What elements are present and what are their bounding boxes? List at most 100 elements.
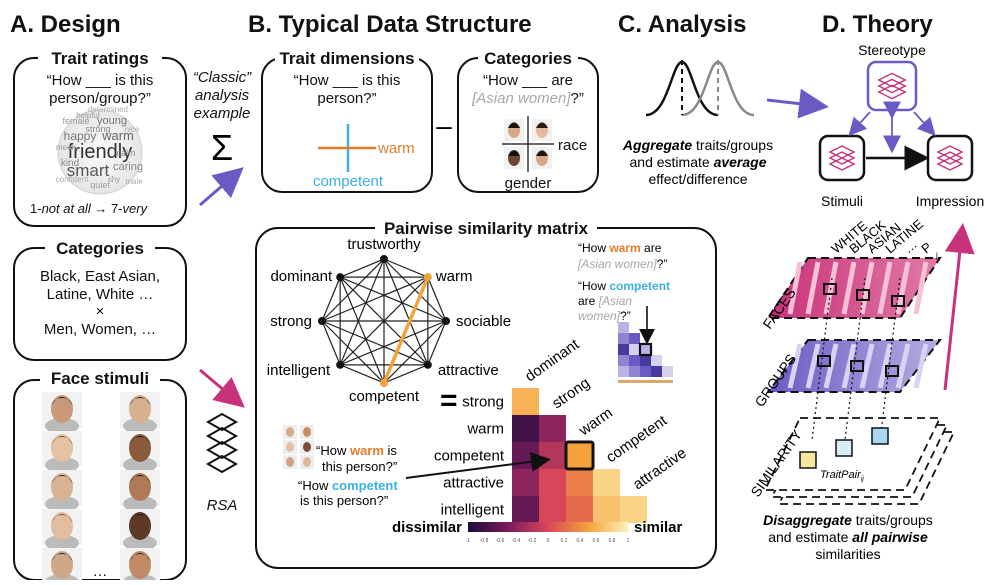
heatmap-cell (512, 496, 539, 523)
mini-heat-cell (618, 322, 629, 333)
race-label: race (558, 137, 587, 154)
layered-similarity-diagram: TraitPairijFACESGROUPSSIMILARITYWHITEBLA… (747, 216, 956, 505)
wordcloud-word: helpful (76, 111, 100, 120)
analysis-line-1: Aggregate traits/groups (622, 137, 773, 153)
trait-ratings-box: Trait ratings “How ___ is this person/gr… (13, 48, 187, 227)
face-photo (120, 392, 160, 434)
mini-heat-cell (662, 366, 673, 377)
layer-link (844, 277, 866, 441)
face-photo-grid (42, 392, 160, 585)
colorbar (468, 522, 628, 532)
faces-stripe (787, 261, 803, 315)
svg-text:analysis: analysis (195, 87, 250, 104)
network-node-label: dominant (270, 268, 333, 285)
network-edge (427, 320, 447, 366)
stereotype-icon (877, 72, 907, 100)
heatmap-cell (512, 415, 539, 442)
categories-box-b: Categories “How ___ are [Asian women]?” … (457, 48, 599, 193)
question-competent-group-2: are [Asian (578, 294, 632, 308)
category-faces (504, 119, 552, 169)
groups-cell-marker (850, 360, 864, 372)
wordcloud-word: confident (56, 175, 89, 184)
face-photo (120, 470, 160, 512)
question-competent-person-2: is this person?” (300, 493, 388, 508)
colorbar-similar-label: similar (634, 519, 683, 536)
network-node (318, 317, 326, 325)
stack-layer (936, 151, 964, 165)
stereotype-label: Stereotype (858, 42, 926, 58)
categories-title-b: Categories (484, 49, 572, 68)
heatmap-cell (512, 469, 539, 496)
mini-heat-cell (640, 344, 651, 355)
similarity-cell-3 (871, 427, 889, 445)
wordcloud-word: happy (64, 129, 97, 143)
stimuli-icon (828, 145, 856, 171)
wordcloud-word: male (125, 177, 143, 186)
wordcloud-word: nice (125, 125, 140, 134)
stack-layer (828, 157, 856, 171)
arrow-stereotype-impression (913, 111, 936, 137)
impression-icon (936, 145, 964, 171)
network-edge (321, 320, 385, 384)
wordcloud-word: kind (61, 158, 79, 169)
groups-stripe (787, 343, 803, 389)
categories-line-2: Latine, White … (47, 286, 154, 303)
face-stimuli-ellipsis: … (93, 563, 108, 580)
heatmap-cell (512, 388, 539, 415)
analysis-line-3: effect/difference (648, 171, 747, 187)
question-warm-person: “How warm is (316, 443, 397, 458)
categories-times: × (96, 303, 105, 320)
heatmap-cell (539, 496, 566, 523)
mini-group-heatmap (618, 306, 673, 383)
heatmap-highlight-cell (564, 440, 595, 471)
faces-stripe (805, 261, 821, 315)
question-competent-person: “How competent (298, 478, 398, 493)
arrow-stereotype-stimuli (848, 111, 871, 137)
arrow-to-highlight-cell (405, 451, 551, 479)
colorbar-tick: 0.4 (577, 538, 584, 544)
person-faces-mini (283, 425, 314, 469)
question-competent-group: “How competent (578, 279, 670, 293)
wordcloud-word: smart (67, 161, 110, 180)
network-edge (339, 276, 385, 384)
stack-layer (877, 72, 907, 88)
rsa-icon (205, 412, 239, 474)
mini-heat-cell (629, 333, 640, 344)
faces-cell-marker (891, 295, 905, 307)
trait-ratings-question-1: “How ___ is this (47, 72, 154, 89)
svg-text:example: example (194, 105, 251, 122)
faces-stripe (913, 261, 929, 315)
category-face (504, 119, 524, 141)
network-node (336, 360, 345, 369)
theory-line-3: similarities (815, 546, 880, 562)
mini-heat-cell (651, 355, 662, 366)
mini-heat-cell (629, 355, 640, 366)
gender-label: gender (505, 175, 552, 192)
mini-face (283, 440, 297, 454)
question-competent-group-3: women]?” (578, 309, 631, 323)
groups-stripe (805, 343, 821, 389)
categories-box-a: Categories Black, East Asian, Latine, Wh… (13, 238, 187, 361)
classic-analysis-label: “Classic” analysis example Σ (193, 69, 252, 168)
network-edge (339, 258, 385, 278)
network-edge (321, 276, 341, 322)
network-node (380, 255, 388, 263)
question-warm-group-2: [Asian women]?” (577, 257, 667, 271)
trait-ratings-title: Trait ratings (51, 49, 148, 68)
heatmap-cell (593, 469, 620, 496)
warm-axis-label: warm (377, 140, 415, 157)
heatmap-cell (566, 469, 593, 496)
column-label-subscript: j (935, 251, 938, 260)
warm-competent-edge (382, 276, 430, 384)
categories-question-2: [Asian women]?” (471, 90, 584, 107)
groups-stripe (895, 343, 911, 389)
mini-face (283, 425, 297, 439)
network-node-label: warm (435, 268, 473, 285)
trait-dimensions-title: Trait dimensions (279, 49, 414, 68)
colorbar-tick: 0 (547, 538, 550, 544)
similarity-cell-2 (835, 439, 853, 457)
colorbar-tick: 0.8 (609, 538, 616, 544)
face-photo (120, 509, 160, 551)
